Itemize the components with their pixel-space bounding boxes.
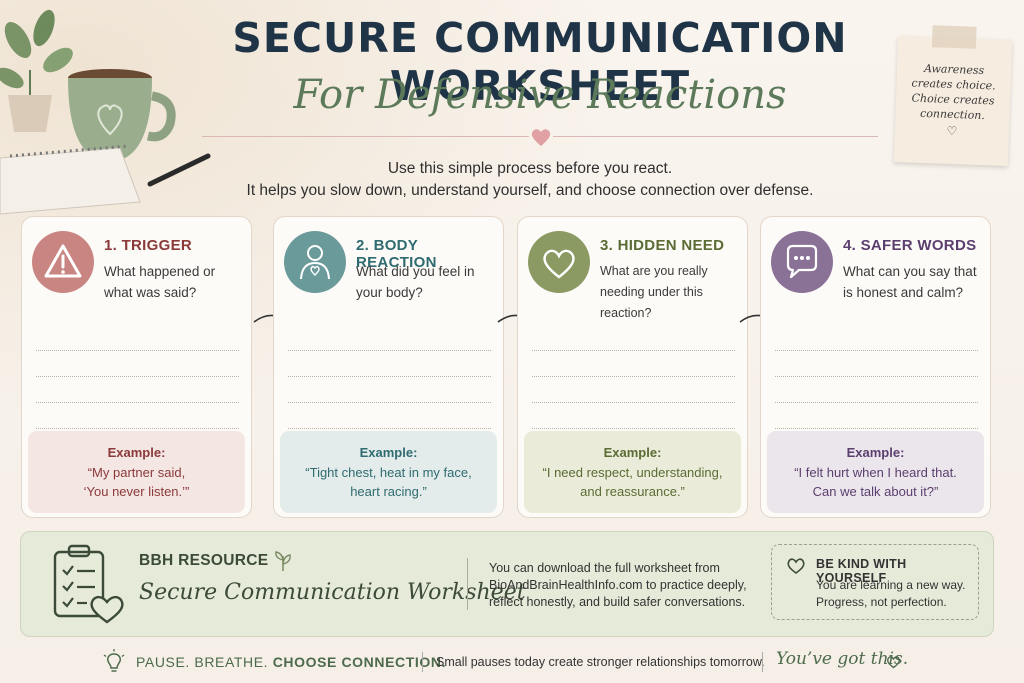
heart-outline-icon — [787, 558, 805, 574]
resource-label: BBH RESOURCE — [139, 552, 269, 569]
intro-line-1: Use this simple process before you react… — [387, 160, 673, 177]
resource-link[interactable]: BioAndBrainHealthInfo.com to practice de… — [489, 578, 747, 592]
example-line-2: Can we talk about it?” — [812, 484, 939, 499]
chat-icon — [771, 231, 833, 293]
body-icon — [284, 231, 346, 293]
example-line-1: “I need respect, understanding, — [542, 465, 723, 480]
footer-motto: PAUSE. BREATHE. CHOOSE CONNECTION. — [136, 654, 446, 670]
example-label: Example: — [603, 445, 662, 460]
example-line-1: “I felt hurt when I heard that. — [794, 465, 957, 480]
example-label: Example: — [107, 445, 166, 460]
footer-motto-b: CHOOSE CONNECTION. — [272, 654, 447, 670]
be-kind-title: BE KIND WITH YOURSELF — [816, 557, 907, 585]
step-question: What are you really needing under this r… — [600, 264, 708, 320]
step-title: 3. HIDDEN NEED — [600, 237, 725, 254]
step-title: 4. SAFER WORDS — [843, 237, 977, 254]
footer-text: Small pauses today create stronger relat… — [436, 655, 765, 669]
lightbulb-icon — [103, 649, 125, 672]
writing-lines[interactable] — [288, 325, 491, 429]
intro-text: Use this simple process before you react… — [180, 158, 880, 202]
heart-icon — [528, 231, 590, 293]
example-label: Example: — [846, 445, 905, 460]
example-box: Example: “Tight chest, heat in my face, … — [280, 431, 497, 513]
step-card-body-reaction: 2. BODY REACTION What did you feel in yo… — [273, 216, 504, 518]
page-title: SECURE COMMUNICATION WORKSHEET — [232, 14, 848, 110]
example-line-1: “My partner said, — [87, 465, 186, 480]
example-line-2: ‘You never listen.’” — [83, 484, 190, 499]
leaf-icon — [275, 551, 291, 571]
step-card-trigger: 1. TRIGGER What happened or what was sai… — [21, 216, 252, 518]
heart-outline-icon — [887, 656, 900, 669]
step-question: What happened or what was said? — [104, 264, 216, 300]
heart-icon — [529, 126, 553, 148]
be-kind-text: You are learning a new way. Progress, no… — [816, 577, 976, 611]
be-kind-box: BE KIND WITH YOURSELF You are learning a… — [771, 544, 979, 620]
resource-panel: BBH RESOURCE Secure Communication Worksh… — [20, 531, 994, 637]
writing-lines[interactable] — [775, 325, 978, 429]
intro-line-2: It helps you slow down, understand yours… — [246, 182, 814, 199]
example-line-2: and reassurance.” — [580, 484, 685, 499]
separator — [762, 652, 763, 672]
warning-icon — [32, 231, 94, 293]
writing-lines[interactable] — [532, 325, 735, 429]
example-line-2: heart racing.” — [350, 484, 427, 499]
page-subtitle: For Defensive Reactions — [293, 72, 787, 118]
notebook-icon — [0, 144, 211, 215]
resource-text-line-1: You can download the full worksheet from — [489, 561, 720, 575]
separator — [422, 652, 423, 672]
step-question: What did you feel in your body? — [356, 264, 475, 300]
separator — [467, 558, 468, 610]
be-kind-line-1: You are learning a new way. — [816, 578, 966, 592]
step-card-hidden-need: 3. HIDDEN NEED What are you really needi… — [517, 216, 748, 518]
writing-lines[interactable] — [36, 325, 239, 429]
footer-motto-a: PAUSE. BREATHE. — [136, 654, 269, 670]
resource-text: You can download the full worksheet from… — [489, 560, 759, 611]
tape — [931, 25, 977, 49]
resource-text-line-3: reflect honestly, and build safer conver… — [489, 595, 746, 609]
step-title: 2. BODY REACTION — [356, 237, 437, 271]
resource-name: Secure Communication Worksheet — [139, 580, 526, 605]
step-card-safer-words: 4. SAFER WORDS What can you say that is … — [760, 216, 991, 518]
sticky-note: Awareness creates choice. Choice creates… — [893, 25, 1013, 166]
be-kind-line-2: Progress, not perfection. — [816, 595, 947, 609]
clipboard-checklist-icon — [53, 544, 124, 624]
step-title: 1. TRIGGER — [104, 237, 193, 254]
example-label: Example: — [359, 445, 418, 460]
example-box: Example: “I felt hurt when I heard that.… — [767, 431, 984, 513]
example-box: Example: “My partner said, ‘You never li… — [28, 431, 245, 513]
note-heart-icon: ♡ — [946, 123, 958, 139]
step-question: What can you say that is honest and calm… — [843, 264, 977, 300]
example-box: Example: “I need respect, understanding,… — [524, 431, 741, 513]
coffee-mug-icon — [68, 69, 176, 162]
example-line-1: “Tight chest, heat in my face, — [305, 465, 472, 480]
footer: PAUSE. BREATHE. CHOOSE CONNECTION. Small… — [0, 646, 1024, 678]
plant-icon — [0, 9, 73, 132]
footer-encouragement: You’ve got this. — [776, 649, 909, 669]
